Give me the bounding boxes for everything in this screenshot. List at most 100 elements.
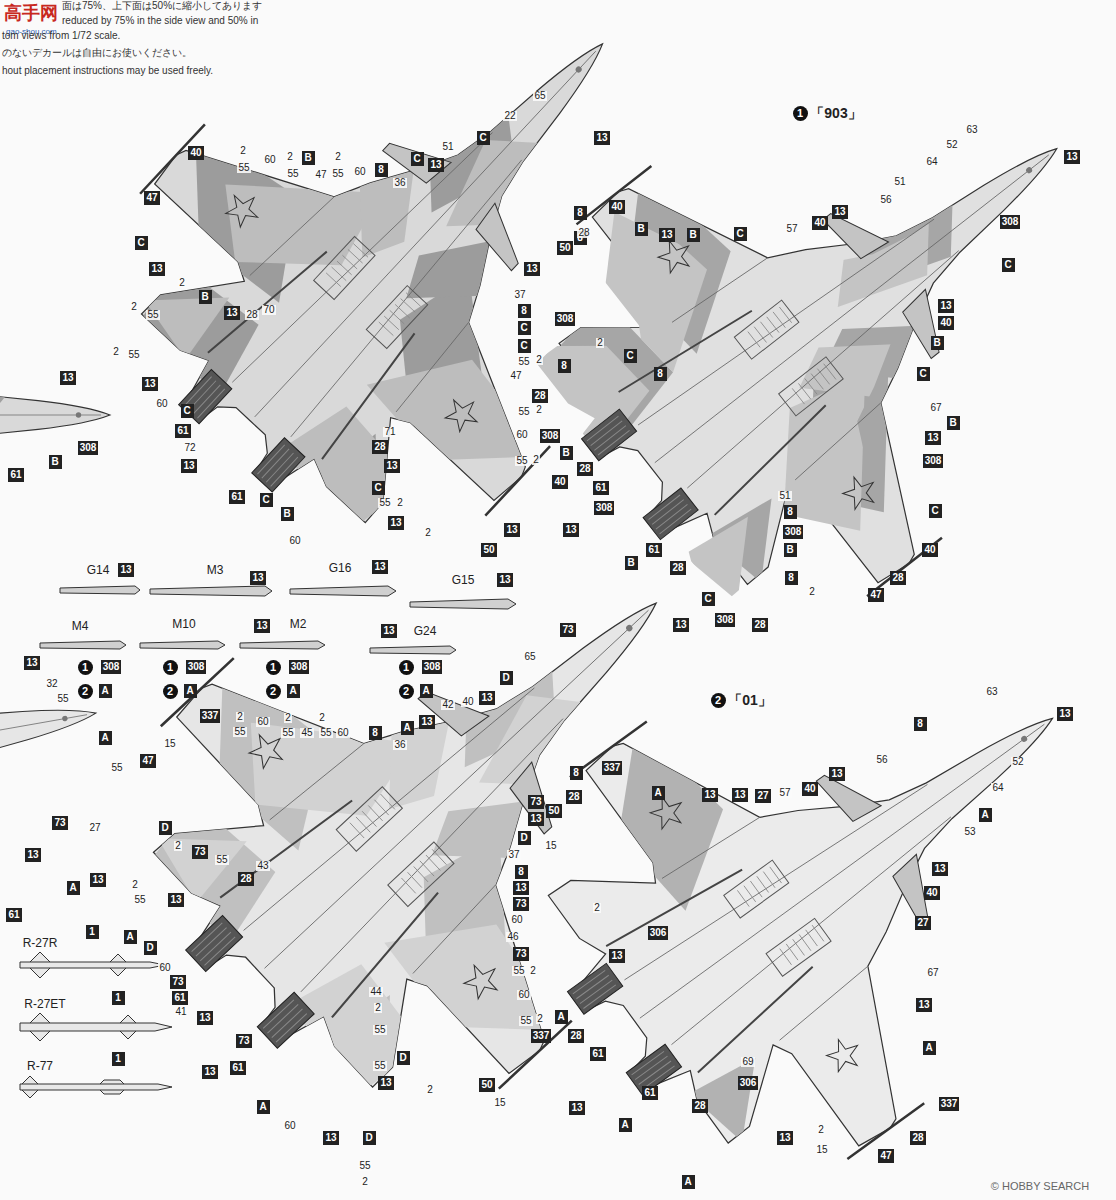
callout-box: 8 bbox=[558, 359, 571, 373]
header-note: reduced by 75% in the side view and 50% … bbox=[62, 16, 258, 26]
callout-number: 15 bbox=[815, 1145, 828, 1155]
callout-box: 308 bbox=[715, 613, 736, 627]
callout-box: 13 bbox=[202, 1065, 217, 1079]
weapon-name: G14 bbox=[86, 564, 111, 576]
callout-box: 13 bbox=[594, 131, 609, 145]
callout-box: 40 bbox=[188, 146, 203, 160]
watermark: © HOBBY SEARCH bbox=[991, 1181, 1089, 1192]
callout-box: 13 bbox=[777, 1131, 792, 1145]
callout-number: 55 bbox=[56, 694, 69, 704]
callout-number: 53 bbox=[963, 827, 976, 837]
callout-box: A bbox=[287, 684, 300, 698]
callout-number: 2 bbox=[596, 338, 604, 348]
callout-box: 8 bbox=[515, 865, 528, 879]
callout-box: 308 bbox=[289, 660, 310, 674]
callout-box: 47 bbox=[868, 588, 883, 602]
callout-number: 60 bbox=[353, 167, 366, 177]
callout-box: 13 bbox=[1057, 707, 1072, 721]
callout-number: 55 bbox=[233, 727, 246, 737]
callout-number: 60 bbox=[263, 155, 276, 165]
callout-box: 28 bbox=[566, 790, 581, 804]
callout-box: 28 bbox=[890, 571, 905, 585]
callout-number: 56 bbox=[879, 195, 892, 205]
callout-box: 13 bbox=[24, 656, 39, 670]
callout-box: A bbox=[923, 1041, 936, 1055]
callout-box: 40 bbox=[552, 475, 567, 489]
callout-number: 55 bbox=[286, 169, 299, 179]
callout-box: A bbox=[257, 1100, 270, 1114]
callout-box: 1 bbox=[112, 991, 125, 1005]
callout-box: 13 bbox=[224, 306, 239, 320]
callout-box: A bbox=[979, 808, 992, 822]
callout-box: 28 bbox=[752, 618, 767, 632]
callout-box: 13 bbox=[381, 624, 396, 638]
callout-number: 57 bbox=[778, 788, 791, 798]
callout-box: C bbox=[135, 236, 148, 250]
callout-box: 13 bbox=[428, 158, 443, 172]
callout-number: 65 bbox=[533, 91, 546, 101]
callout-number: 2 bbox=[374, 1003, 382, 1013]
callout-number: 2 bbox=[424, 528, 432, 538]
callout-box: B bbox=[281, 507, 294, 521]
callout-box: 13 bbox=[832, 205, 847, 219]
callout-box: D bbox=[397, 1051, 410, 1065]
callout-box: A bbox=[99, 731, 112, 745]
callout-number: 28 bbox=[577, 228, 590, 238]
callout-number: 55 bbox=[281, 728, 294, 738]
callout-number: 55 bbox=[519, 1016, 532, 1026]
callout-number: 15 bbox=[544, 841, 557, 851]
callout-box: 13 bbox=[90, 873, 105, 887]
callout-box: 8 bbox=[654, 367, 667, 381]
callout-box: 61 bbox=[590, 1047, 605, 1061]
callout-box: 61 bbox=[8, 468, 23, 482]
callout-box: 13 bbox=[702, 788, 717, 802]
callout-number: 67 bbox=[929, 403, 942, 413]
header-note: tom views from 1/72 scale. bbox=[2, 31, 120, 41]
callout-box: 13 bbox=[916, 998, 931, 1012]
callout-number: 63 bbox=[985, 687, 998, 697]
callout-number: 67 bbox=[926, 968, 939, 978]
callout-box: 13 bbox=[118, 563, 133, 577]
callout-box: 13 bbox=[250, 571, 265, 585]
callout-box: 40 bbox=[609, 200, 624, 214]
callout-box: 306 bbox=[738, 1076, 759, 1090]
callout-box: 13 bbox=[323, 1131, 338, 1145]
callout-box: D bbox=[144, 941, 157, 955]
weapon-name: R-77 bbox=[26, 1060, 54, 1072]
callout-box: 73 bbox=[528, 795, 543, 809]
marking-number: 1 bbox=[78, 660, 93, 675]
callout-number: 2 bbox=[318, 713, 326, 723]
callout-number: 65 bbox=[523, 652, 536, 662]
callout-box: 47 bbox=[140, 754, 155, 768]
callout-box: A bbox=[555, 1010, 568, 1024]
callout-number: 2 bbox=[239, 146, 247, 156]
callout-box: 13 bbox=[925, 431, 940, 445]
callout-box: 13 bbox=[673, 618, 688, 632]
callout-box: 73 bbox=[513, 947, 528, 961]
callout-box: 28 bbox=[670, 561, 685, 575]
callout-number: 2 bbox=[284, 713, 292, 723]
callout-number: 55 bbox=[319, 728, 332, 738]
weapon-pylons bbox=[40, 586, 516, 654]
callout-box: C bbox=[518, 321, 531, 335]
callout-number: 36 bbox=[393, 740, 406, 750]
callout-number: 60 bbox=[256, 717, 269, 727]
callout-number: 56 bbox=[875, 755, 888, 765]
callout-box: B bbox=[302, 151, 315, 165]
header-note: 面は75%、上下面は50%に縮小してあります bbox=[62, 1, 262, 11]
callout-number: 47 bbox=[509, 371, 522, 381]
callout-number: 44 bbox=[369, 987, 382, 997]
callout-number: 37 bbox=[513, 290, 526, 300]
callout-number: 2 bbox=[529, 966, 537, 976]
callout-box: 40 bbox=[924, 886, 939, 900]
callout-box: 61 bbox=[230, 1061, 245, 1075]
callout-box: C bbox=[411, 152, 424, 166]
callout-box: 50 bbox=[557, 241, 572, 255]
callout-box: 8 bbox=[784, 505, 797, 519]
callout-number: 2 bbox=[535, 355, 543, 365]
callout-box: 61 bbox=[646, 543, 661, 557]
callout-box: C bbox=[624, 349, 637, 363]
marking-number: 2 bbox=[78, 684, 93, 699]
callout-box: 50 bbox=[546, 804, 561, 818]
callout-number: 60 bbox=[155, 399, 168, 409]
